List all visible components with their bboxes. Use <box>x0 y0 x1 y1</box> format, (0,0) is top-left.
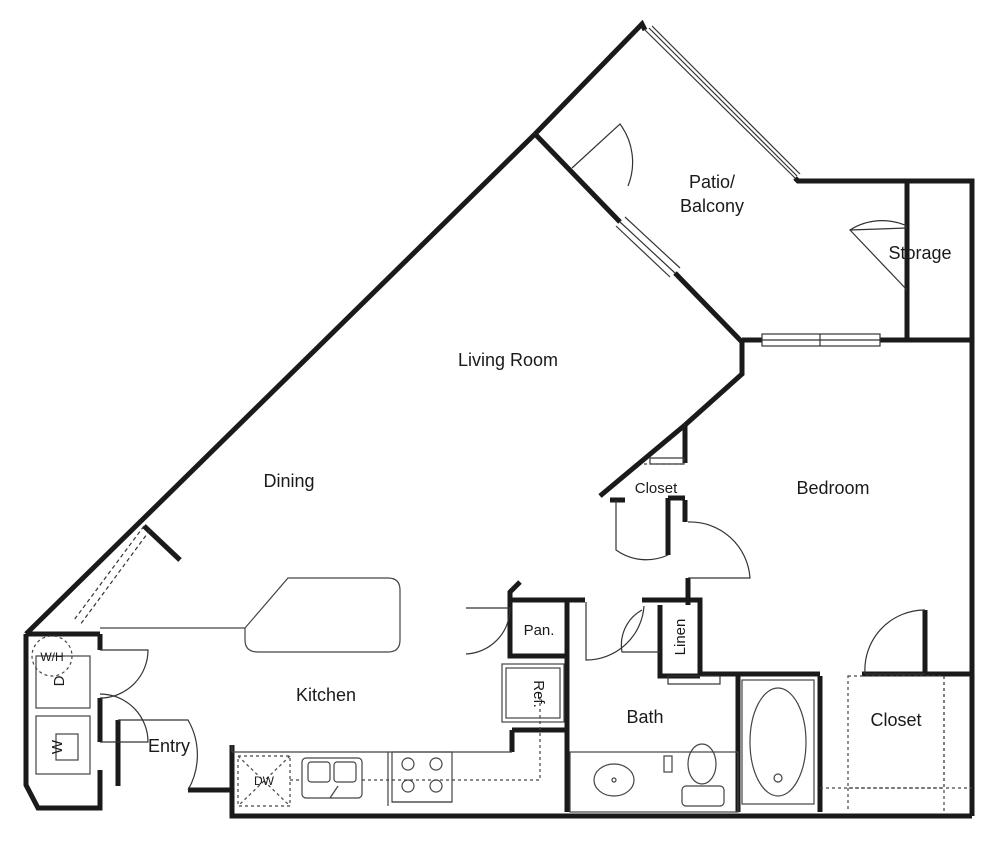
kitchen-sink-icon <box>301 757 363 799</box>
range-icon <box>391 751 453 803</box>
walls <box>23 19 975 819</box>
bath-fixtures <box>569 463 972 813</box>
dishwasher-icon <box>237 755 291 807</box>
kitchen-island <box>244 577 401 653</box>
storage-label: Storage <box>888 243 951 263</box>
living-room-label: Living Room <box>458 350 558 370</box>
tub-icon <box>741 679 815 805</box>
water-heater-label: W/H <box>40 650 63 664</box>
dishwasher-label: DW <box>254 774 275 788</box>
entry-label: Entry <box>148 736 190 756</box>
pantry-label: Pan. <box>524 622 555 639</box>
closet-small-label: Closet <box>635 480 678 497</box>
washer-icon <box>35 715 91 775</box>
bath-label: Bath <box>626 707 663 727</box>
bedroom-label: Bedroom <box>796 478 869 498</box>
closet-bedroom-label: Closet <box>870 710 921 730</box>
windows <box>615 25 881 685</box>
ref-label: Ref. <box>530 680 547 708</box>
dryer-label: D <box>51 675 68 686</box>
kitchen-fixtures <box>100 577 565 807</box>
laundry <box>31 635 91 775</box>
patio-label-2: Balcony <box>680 196 744 216</box>
washer-label: W <box>49 739 66 754</box>
door-swings <box>73 123 926 791</box>
kitchen-label: Kitchen <box>296 685 356 705</box>
toilet-icon <box>687 743 717 785</box>
dining-label: Dining <box>263 471 314 491</box>
linen-label: Linen <box>672 619 689 656</box>
bath-sink-icon <box>593 763 635 797</box>
refrigerator-icon <box>501 663 565 723</box>
dryer-icon <box>35 655 91 709</box>
patio-label-1: Patio/ <box>689 172 735 192</box>
